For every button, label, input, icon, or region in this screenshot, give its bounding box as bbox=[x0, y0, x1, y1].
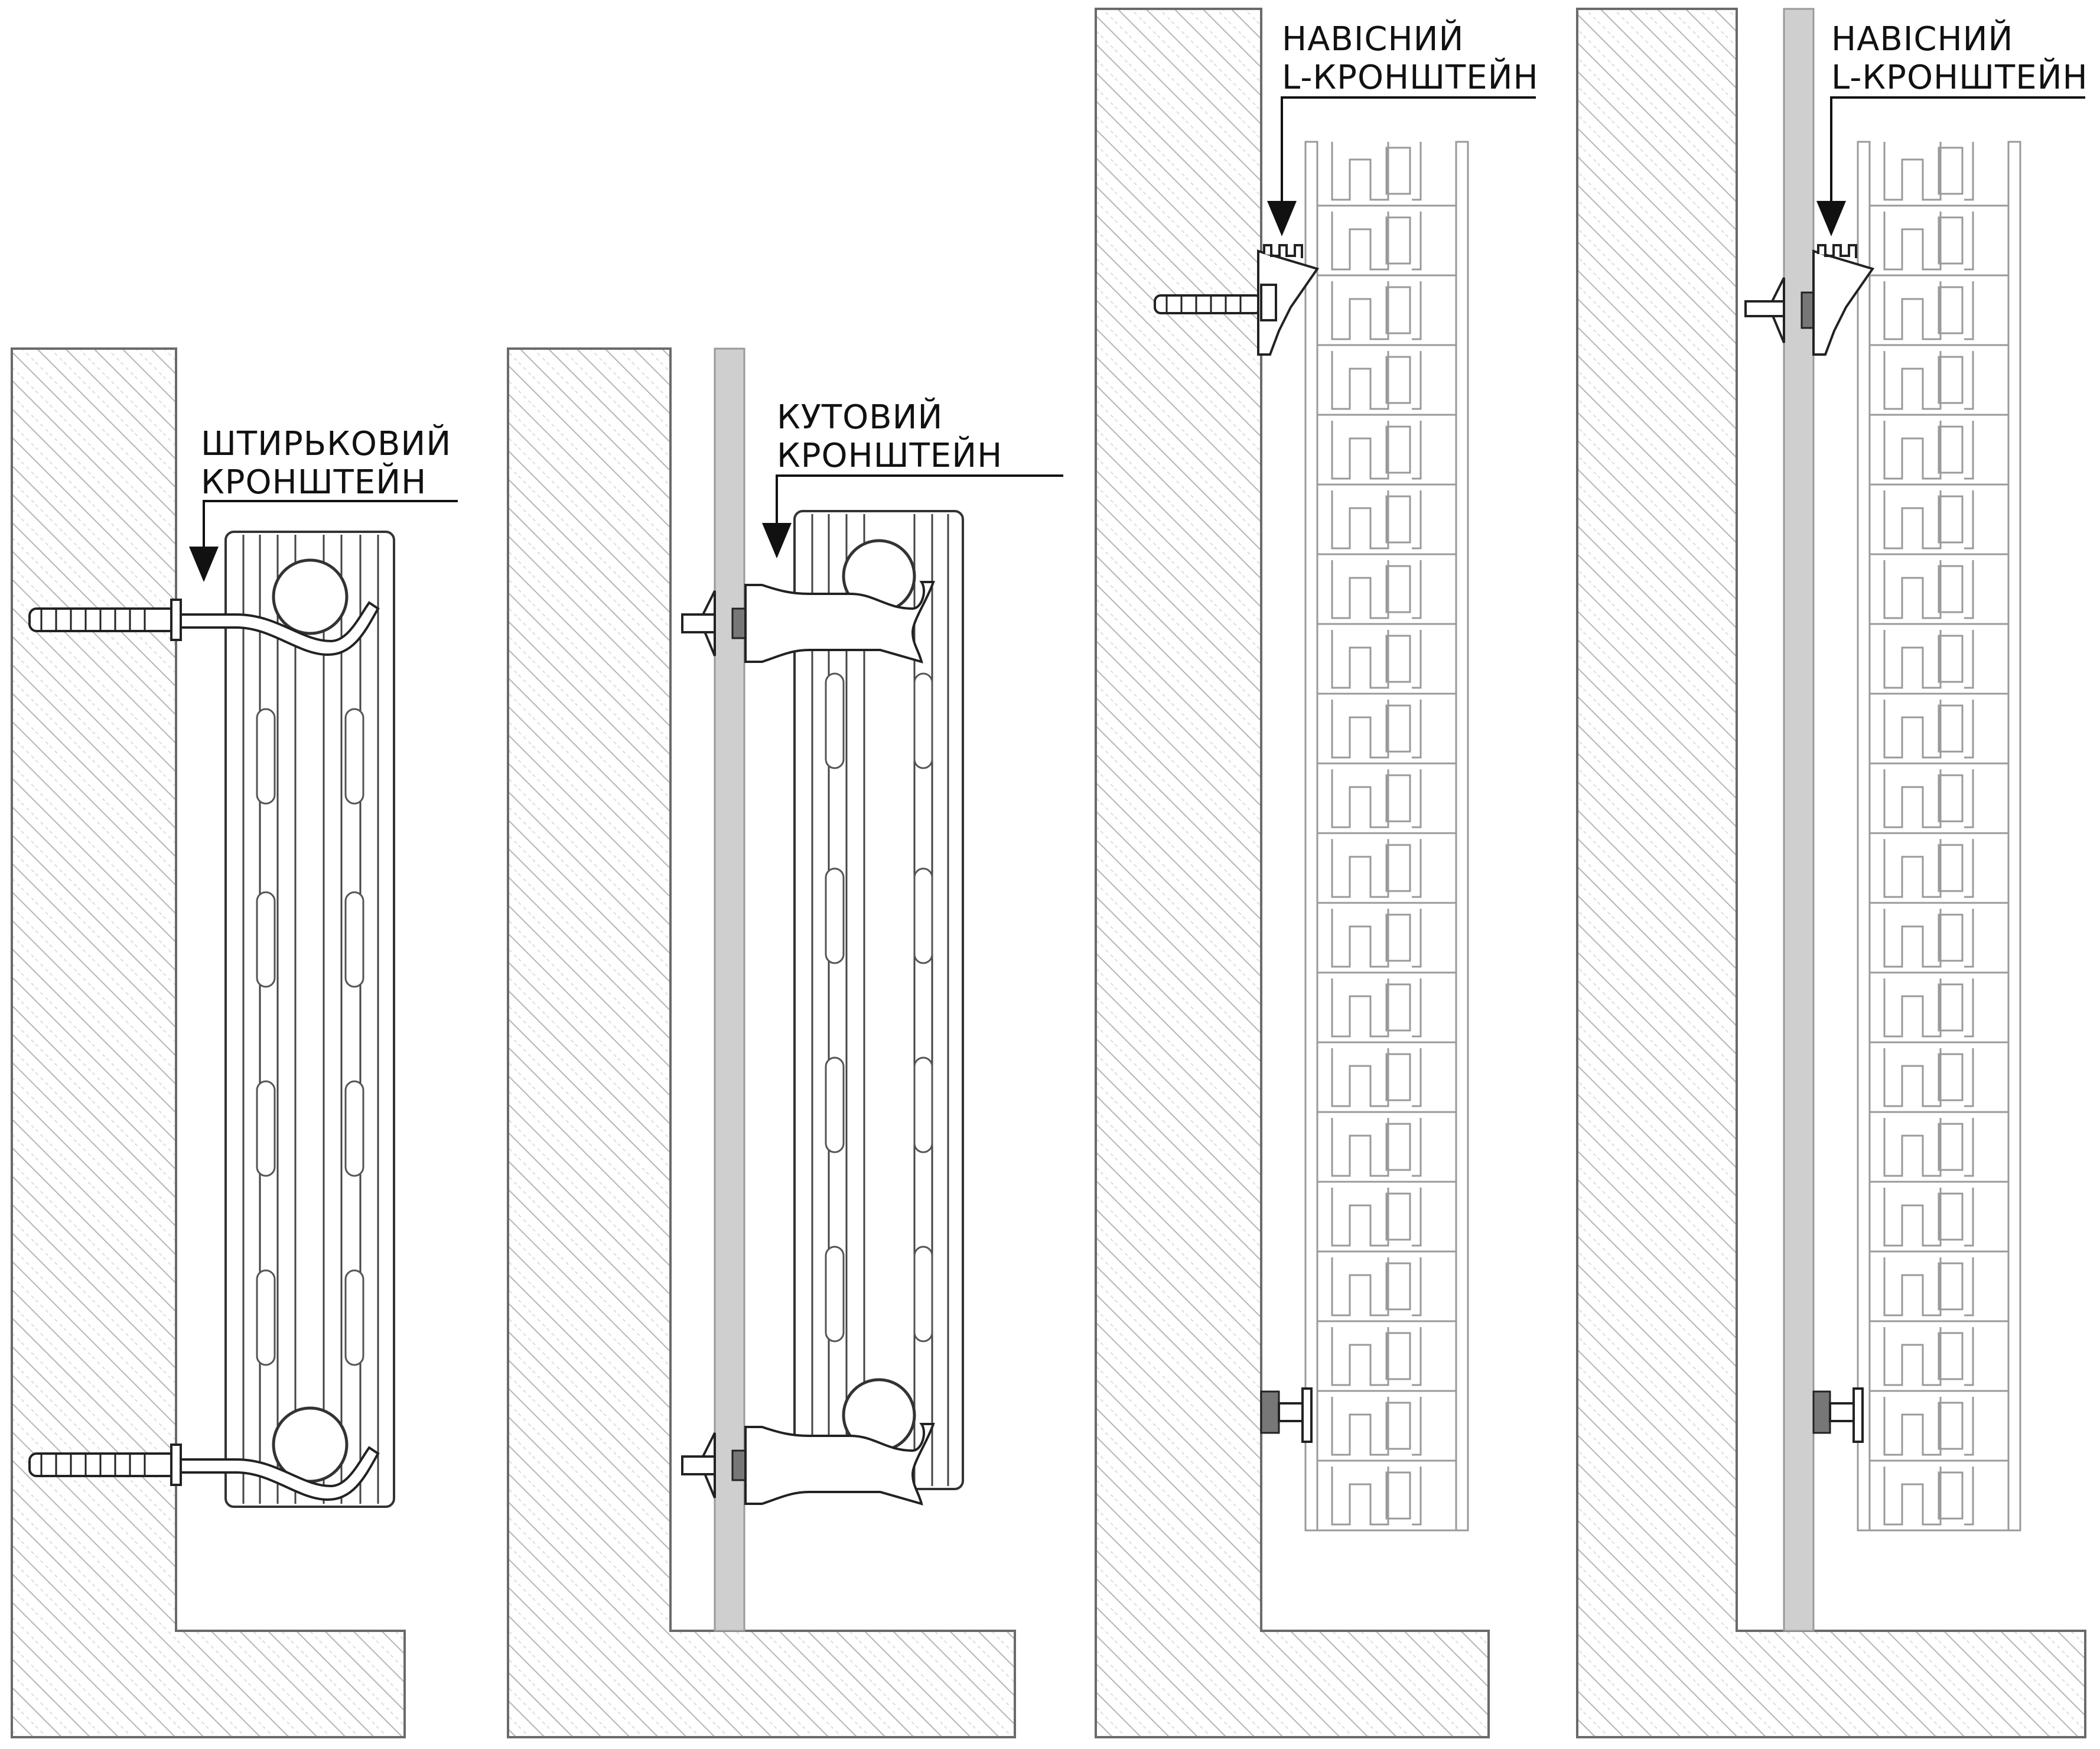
l-bracket-b-leader bbox=[1830, 96, 2085, 204]
ghost-fin-segment bbox=[1883, 281, 1974, 340]
ghost-fin-segment bbox=[1331, 1257, 1422, 1316]
l-bracket-a-arrow bbox=[1267, 201, 1297, 236]
radiator-ghost-side-view-a bbox=[1304, 141, 1469, 1532]
l-bracket-a-label-line2: L-КРОНШТЕЙН bbox=[1282, 58, 1539, 97]
l-bracket-top-a bbox=[1154, 244, 1320, 356]
ghost-fin-segment bbox=[1331, 700, 1422, 759]
ghost-fin-segment bbox=[1883, 1257, 1974, 1316]
ghost-fin-segment bbox=[1883, 769, 1974, 828]
ghost-fin-segment bbox=[1883, 1467, 1974, 1526]
ghost-fin-segment bbox=[1883, 212, 1974, 271]
wall-section-1 bbox=[11, 347, 406, 1738]
ghost-fin-segment bbox=[1883, 978, 1974, 1038]
ghost-fin-segment bbox=[1883, 490, 1974, 550]
ghost-fin-segment bbox=[1331, 1118, 1422, 1177]
panel-l-hang-bracket-b: НАВІСНИЙ L-КРОНШТЕЙН bbox=[1576, 8, 2088, 1738]
ghost-fin-segment bbox=[1883, 1118, 1974, 1177]
l-bracket-a-label-line1: НАВІСНИЙ bbox=[1282, 19, 1464, 58]
panel-pin-bracket: ШТИРЬКОВИЙ КРОНШТЕЙН bbox=[11, 347, 458, 1738]
l-bracket-a-leader bbox=[1281, 96, 1536, 204]
ghost-fin-segment bbox=[1331, 212, 1422, 271]
ghost-fin-segment bbox=[1331, 281, 1422, 340]
ghost-fin-segment bbox=[1883, 1397, 1974, 1456]
ghost-fin-segment bbox=[1331, 1048, 1422, 1107]
ghost-fin-segment bbox=[1883, 560, 1974, 619]
ghost-fin-segment bbox=[1883, 630, 1974, 689]
pin-bracket-arrow bbox=[189, 547, 219, 582]
bottom-stop-a bbox=[1260, 1387, 1313, 1443]
ghost-fin-segment bbox=[1883, 1188, 1974, 1247]
ghost-fin-segment bbox=[1883, 351, 1974, 410]
ghost-outer-column bbox=[1455, 141, 1469, 1532]
ghost-fin-segment bbox=[1331, 351, 1422, 410]
corner-bracket-bottom bbox=[681, 1423, 935, 1506]
wall-section-2 bbox=[507, 347, 1016, 1738]
ghost-fin-segment bbox=[1883, 700, 1974, 759]
ghost-fin-segment bbox=[1883, 1327, 1974, 1386]
radiator-section-1 bbox=[224, 531, 395, 1508]
ghost-outer-column bbox=[1304, 141, 1318, 1532]
radiator-ghost-side-view-b bbox=[1857, 141, 2021, 1532]
panel-l-hang-bracket-a: НАВІСНИЙ L-КРОНШТЕЙН bbox=[1095, 8, 1539, 1738]
ghost-fin-segment bbox=[1331, 839, 1422, 898]
ghost-fin-segment bbox=[1883, 839, 1974, 898]
ghost-fin-segment bbox=[1331, 630, 1422, 689]
panel-corner-bracket: КУТОВИЙ КРОНШТЕЙН bbox=[507, 347, 1063, 1738]
wall-section-3 bbox=[1095, 8, 1490, 1738]
l-bracket-b-label-line2: L-КРОНШТЕЙН bbox=[1831, 58, 2088, 97]
ghost-fin-segment bbox=[1331, 1327, 1422, 1386]
ghost-fin-segment bbox=[1883, 909, 1974, 968]
ghost-fin-segment bbox=[1331, 1467, 1422, 1526]
finish-panel-2 bbox=[714, 347, 745, 1632]
ghost-fin-segment bbox=[1331, 1397, 1422, 1456]
ghost-fin-segment bbox=[1331, 978, 1422, 1038]
pin-bracket-bottom bbox=[28, 1444, 380, 1501]
ghost-fin-segment bbox=[1883, 421, 1974, 480]
corner-bracket-leader bbox=[776, 474, 1063, 526]
ghost-fin-segment bbox=[1331, 769, 1422, 828]
finish-panel-4 bbox=[1783, 8, 1815, 1632]
l-bracket-top-b bbox=[1744, 244, 1875, 356]
ghost-fin-segment bbox=[1883, 142, 1974, 201]
bottom-stop-b bbox=[1812, 1387, 1864, 1443]
pin-bracket-top bbox=[28, 599, 380, 656]
ghost-fin-segment bbox=[1331, 142, 1422, 201]
corner-bracket-top bbox=[681, 581, 935, 664]
pin-bracket-label-line2: КРОНШТЕЙН bbox=[201, 463, 426, 502]
l-bracket-b-label-line1: НАВІСНИЙ bbox=[1831, 19, 2013, 58]
ghost-fin-segment bbox=[1331, 1188, 1422, 1247]
wall-section-4 bbox=[1576, 8, 2086, 1738]
corner-bracket-label-line1: КУТОВИЙ bbox=[777, 398, 943, 437]
ghost-fin-segment bbox=[1883, 1048, 1974, 1107]
ghost-fin-segment bbox=[1331, 560, 1422, 619]
radiator-section-2 bbox=[793, 510, 964, 1490]
ghost-fin-segment bbox=[1331, 490, 1422, 550]
pin-bracket-leader bbox=[203, 500, 458, 550]
l-bracket-b-arrow bbox=[1816, 201, 1846, 236]
ghost-outer-column bbox=[2007, 141, 2021, 1532]
ghost-outer-column bbox=[1857, 141, 1871, 1532]
corner-bracket-arrow bbox=[762, 523, 792, 558]
corner-bracket-label-line2: КРОНШТЕЙН bbox=[777, 436, 1002, 475]
pin-bracket-label-line1: ШТИРЬКОВИЙ bbox=[201, 424, 451, 463]
ghost-fin-segment bbox=[1331, 421, 1422, 480]
ghost-fin-segment bbox=[1331, 909, 1422, 968]
